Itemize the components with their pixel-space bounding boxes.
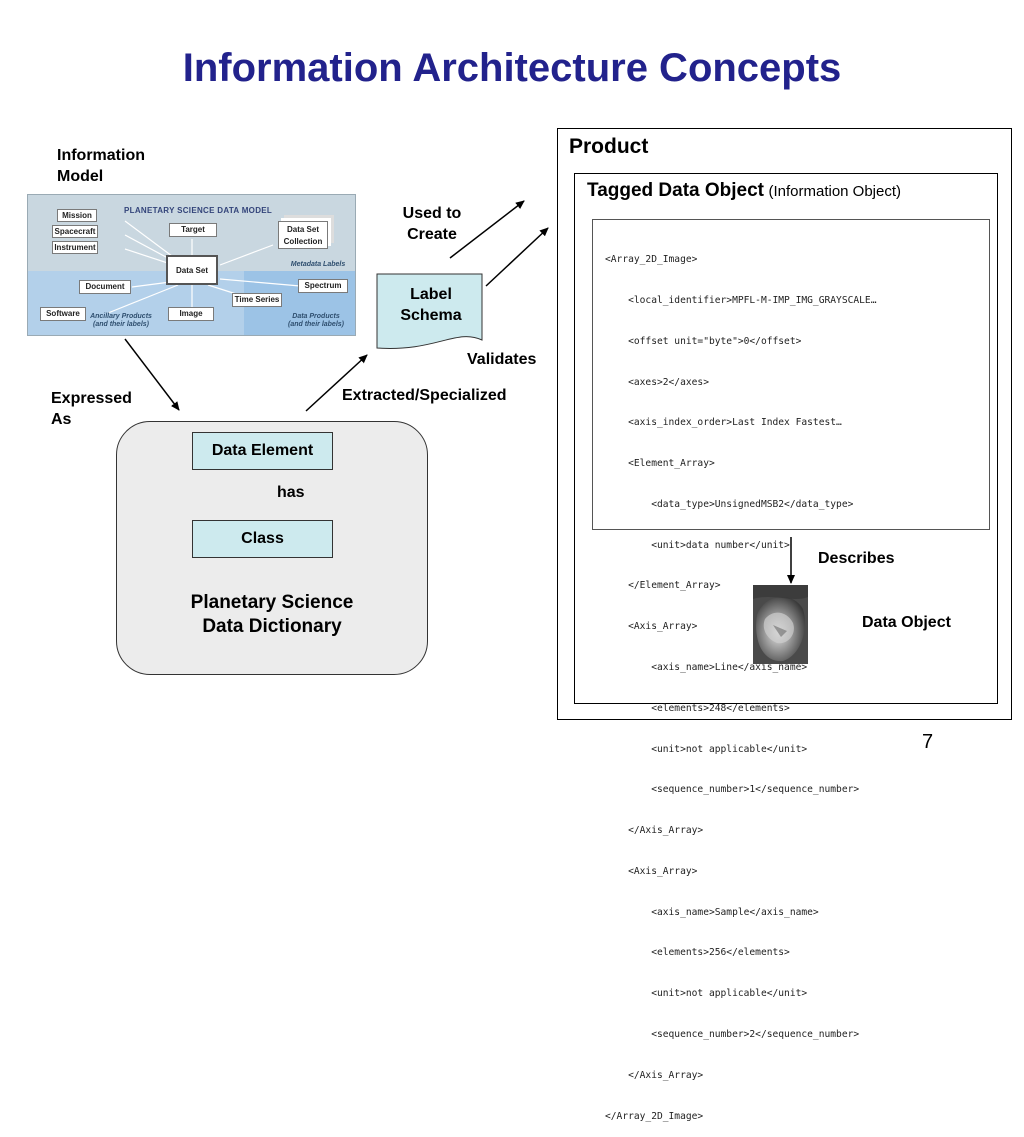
xml-line: </Axis_Array> xyxy=(605,1069,704,1081)
extracted-specialized-label: Extracted/Specialized xyxy=(342,387,507,404)
slide-title: Information Architecture Concepts xyxy=(182,46,842,90)
validates-label: Validates xyxy=(467,351,537,368)
xml-line: <elements>248</elements> xyxy=(605,702,790,714)
instrument-box: Instrument xyxy=(52,241,98,254)
xml-line: <offset unit="byte">0</offset> xyxy=(605,335,802,347)
xml-line: <sequence_number>2</sequence_number> xyxy=(605,1029,860,1041)
expressed-as-label: Expressed As xyxy=(51,388,132,430)
data-dictionary-name: Planetary Science Data Dictionary xyxy=(116,591,428,639)
information-model-header: PLANETARY SCIENCE DATA MODEL xyxy=(124,206,273,215)
expressed-as-line1: Expressed xyxy=(51,390,132,407)
label-schema-line1: Label xyxy=(410,286,452,303)
xml-line: <Axis_Array> xyxy=(605,621,698,633)
used-to-create-line2: Create xyxy=(407,226,457,243)
spectrum-box: Spectrum xyxy=(298,279,348,293)
xml-line: <axis_index_order>Last Index Fastest… xyxy=(605,417,842,429)
mission-box: Mission xyxy=(57,209,97,222)
expressed-as-arrow xyxy=(124,338,180,411)
expressed-as-line2: As xyxy=(51,411,72,428)
ancillary-line1: Ancillary Products xyxy=(90,313,152,320)
used-to-create-arrow xyxy=(449,200,525,259)
xml-line: <Element_Array> xyxy=(605,458,715,470)
arrows-layer xyxy=(124,200,795,584)
xml-line: <local_identifier>MPFL-M-IMP_IMG_GRAYSCA… xyxy=(605,294,877,306)
xml-line: <unit>not applicable</unit> xyxy=(605,743,808,755)
data-products-text: Data Products (and their labels) xyxy=(284,313,348,329)
describes-label: Describes xyxy=(818,550,895,567)
data-object-label: Data Object xyxy=(862,614,951,631)
data-object-picture xyxy=(753,585,808,664)
label-schema-text: Label Schema xyxy=(388,284,474,326)
page-number: 7 xyxy=(922,731,934,753)
xml-line: <sequence_number>1</sequence_number> xyxy=(605,784,860,796)
ancillary-products-text: Ancillary Products (and their labels) xyxy=(90,313,152,329)
data-element-box: Data Element xyxy=(192,432,333,470)
image-box: Image xyxy=(168,307,214,321)
time-series-box: Time Series xyxy=(232,293,282,307)
xml-line: <unit>data number</unit> xyxy=(605,539,790,551)
tagged-data-object-box xyxy=(574,173,998,704)
product-box xyxy=(557,128,1012,720)
data-set-collection-line2: Collection xyxy=(283,237,323,246)
xml-line: <Array_2D_Image> xyxy=(605,254,698,266)
dataproducts-line1: Data Products xyxy=(292,313,340,320)
information-model-label-line1: Information xyxy=(57,147,145,164)
xml-label-listing: <Array_2D_Image> <local_identifier>MPFL-… xyxy=(592,219,990,1122)
data-dictionary-name-line1: Planetary Science xyxy=(190,592,354,613)
used-to-create-line1: Used to xyxy=(402,205,462,222)
xml-line: <elements>256</elements> xyxy=(605,947,790,959)
tagged-data-object-subtitle: (Information Object) xyxy=(768,183,902,200)
xml-line: <unit>not applicable</unit> xyxy=(605,988,808,1000)
xml-line: <axis_name>Sample</axis_name> xyxy=(605,906,819,918)
xml-line: <Axis_Array> xyxy=(605,865,698,877)
ancillary-line2: (and their labels) xyxy=(92,321,149,328)
xml-line: <axes>2</axes> xyxy=(605,376,709,388)
tagged-data-object-header: Tagged Data Object (Information Object) xyxy=(587,180,901,202)
information-model-image: PLANETARY SCIENCE DATA MODEL Mission Spa… xyxy=(27,194,356,336)
xml-line: <data_type>UnsignedMSB2</data_type> xyxy=(605,498,854,510)
metadata-labels-text: Metadata Labels xyxy=(290,261,346,268)
extracted-arrow xyxy=(305,354,368,412)
document-box: Document xyxy=(79,280,131,294)
data-set-collection-line1: Data Set xyxy=(286,225,319,234)
data-set-box: Data Set xyxy=(166,255,218,285)
class-box: Class xyxy=(192,520,333,558)
product-title: Product xyxy=(569,135,649,158)
xml-line: <axis_name>Line</axis_name> xyxy=(605,662,808,673)
used-to-create-label: Used to Create xyxy=(390,203,474,245)
data-object-image xyxy=(753,585,808,664)
target-box: Target xyxy=(169,223,217,237)
dataproducts-line2: (and their labels) xyxy=(287,321,344,328)
information-model-label: Information Model xyxy=(57,145,145,187)
validates-arrow xyxy=(485,227,549,287)
xml-line: </Array_2D_Image> xyxy=(605,1110,704,1122)
label-schema-line2: Schema xyxy=(400,307,462,324)
label-schema-shape xyxy=(376,273,483,349)
has-label: has xyxy=(277,484,305,501)
xml-line: </Axis_Array> xyxy=(605,825,704,837)
software-box: Software xyxy=(40,307,86,321)
tagged-data-object-title: Tagged Data Object xyxy=(587,180,765,201)
data-set-collection-box: Data Set Collection xyxy=(278,221,328,249)
xml-line: </Element_Array> xyxy=(605,580,721,592)
data-dictionary-name-line2: Data Dictionary xyxy=(202,616,342,637)
information-model-label-line2: Model xyxy=(57,168,104,185)
spacecraft-box: Spacecraft xyxy=(52,225,98,238)
